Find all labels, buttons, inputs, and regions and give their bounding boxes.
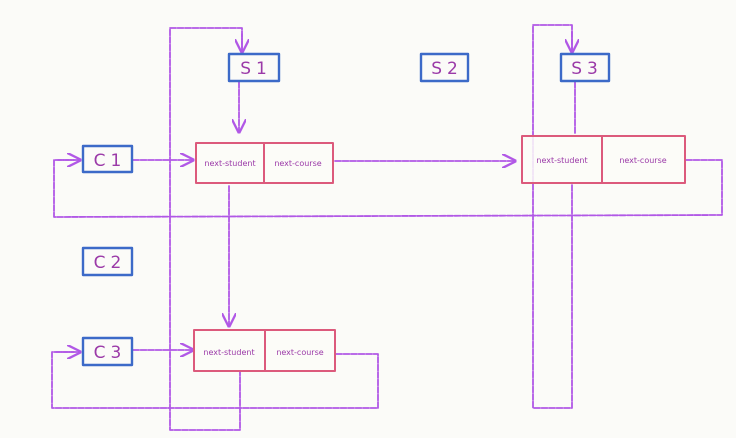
c3-label: C3 — [94, 343, 127, 363]
node1-course-label: next-course — [274, 159, 321, 168]
s2-label: S2 — [431, 59, 463, 79]
node2-student-label: next-student — [536, 156, 587, 165]
c2-box — [81, 246, 134, 277]
node1-student-cell — [195, 142, 265, 184]
s2-box — [419, 52, 470, 83]
s3-label: S3 — [571, 59, 603, 79]
node3-course-cell — [264, 329, 336, 372]
c2-label: C2 — [94, 253, 127, 273]
node1-student-label: next-student — [204, 159, 255, 168]
node3-student-label: next-student — [203, 348, 254, 357]
node3-student-cell — [193, 329, 266, 372]
node2-course-label: next-course — [619, 156, 666, 165]
node2-course-cell — [601, 135, 686, 184]
s1-loop-line — [169, 27, 243, 431]
s3-box — [559, 52, 611, 83]
node2-student-cell — [521, 135, 603, 184]
node3-course-label: next-course — [276, 348, 323, 357]
node1-course-cell — [263, 142, 334, 184]
s1-label: S1 — [240, 59, 272, 79]
s3-loop-line — [532, 24, 573, 409]
c3-box — [81, 336, 134, 367]
s1-box — [227, 52, 281, 83]
c1-label: C1 — [94, 151, 127, 171]
c1-box — [81, 144, 134, 174]
